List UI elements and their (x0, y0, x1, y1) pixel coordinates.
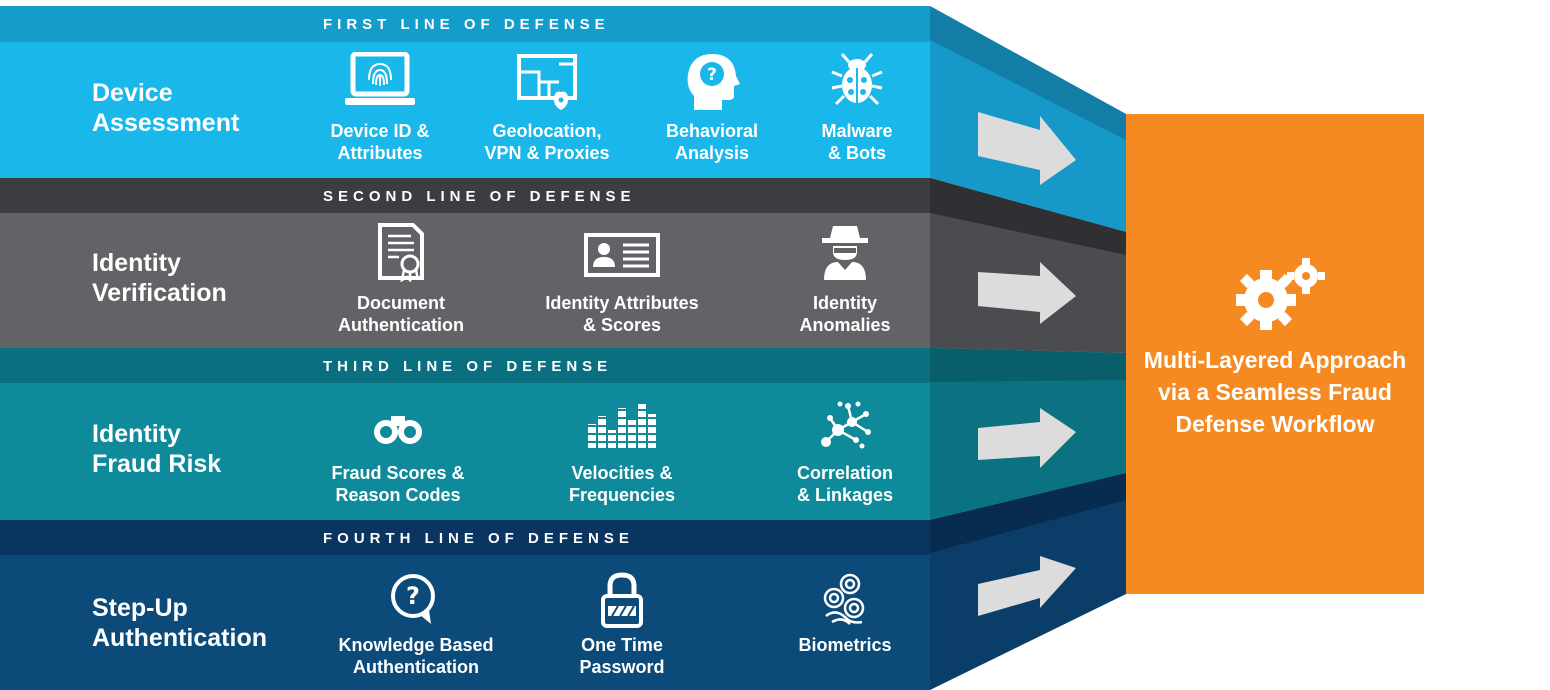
item-behavioral-line-2: Analysis (674, 143, 750, 163)
binoculars-icon (374, 416, 422, 444)
arrow-second (978, 262, 1076, 324)
padlock-icon (601, 572, 643, 628)
face-second-top (930, 178, 1126, 255)
item-correlation-line-2: & Linkages (796, 485, 894, 505)
item-fraud-scores-line-1: Fraud Scores & (331, 463, 465, 483)
item-knowledge-based-line-1: Knowledge Based (338, 635, 494, 655)
layer-second-header-bar (0, 178, 930, 213)
item-document-auth-line-1: Document (356, 293, 445, 313)
speech-question-icon: ? (391, 574, 435, 624)
item-behavioral-line-1: Behavioral (665, 121, 759, 141)
item-device-id-line-2: Attributes (337, 143, 423, 163)
outcome-line-1: Multi-Layered Approach (1143, 347, 1407, 373)
layer-second: SECOND LINE OF DEFENSE (0, 178, 930, 348)
item-knowledge-based-line-2: Authentication (353, 657, 479, 677)
layer-second-body (0, 213, 930, 348)
head-question-icon: ? (687, 54, 740, 110)
spy-icon (822, 226, 868, 280)
item-velocities-line-2: Frequencies (568, 485, 676, 505)
certificate-document-icon (378, 223, 424, 282)
outcome-line-3: Defense Workflow (1175, 411, 1375, 437)
layer-first-body (0, 42, 930, 178)
bug-icon (831, 53, 883, 106)
svg-text:?: ? (707, 65, 717, 85)
item-one-time-password-line-1: One Time (581, 635, 663, 655)
item-malware-line-2: & Bots (828, 143, 886, 163)
face-fourth-top (930, 473, 1126, 553)
item-identity-attributes-line-1: Identity Attributes (545, 293, 699, 313)
item-document-auth-line-2: Authentication (338, 315, 464, 335)
layer-first: FIRST LINE OF DEFENSE (0, 6, 930, 178)
item-malware-line-1: Malware (821, 121, 893, 141)
item-geolocation-line-1: Geolocation, (492, 121, 602, 141)
item-correlation-line-1: Correlation (796, 463, 893, 483)
item-identity-anomalies-line-1: Identity (812, 293, 877, 313)
arrow-fourth (978, 556, 1076, 616)
item-velocities-line-1: Velocities & (571, 463, 673, 483)
map-location-icon (517, 54, 577, 110)
layer-fourth-header: FOURTH LINE OF DEFENSE (323, 530, 634, 547)
layer-third: THIRD LINE OF DEFENSE (0, 348, 930, 520)
biometric-icon (823, 573, 865, 625)
layer-fourth: FOURTH LINE OF DEFENSE (0, 520, 930, 690)
layer-third-header: THIRD LINE OF DEFENSE (323, 358, 613, 375)
id-card-icon (584, 233, 660, 277)
outcome-panel: Multi-Layered Approach via a Seamless Fr… (1126, 114, 1424, 594)
arrow-third (978, 408, 1076, 468)
item-geolocation-line-2: VPN & Proxies (484, 143, 610, 163)
layer-first-header-bar (0, 6, 930, 42)
layer-third-header-bar (0, 348, 930, 383)
gears-icon (1236, 258, 1325, 330)
item-fraud-scores-line-2: Reason Codes (335, 485, 461, 505)
layer-first-header: FIRST LINE OF DEFENSE (323, 16, 610, 33)
face-first-top (930, 6, 1126, 140)
item-identity-anomalies-line-2: Anomalies (799, 315, 891, 335)
laptop-fingerprint-icon (345, 52, 415, 105)
layer-fourth-header-bar (0, 520, 930, 555)
item-one-time-password-line-2: Password (579, 657, 665, 677)
layer-second-header: SECOND LINE OF DEFENSE (323, 188, 636, 205)
layer-third-body (0, 383, 930, 520)
arrow-first (978, 112, 1076, 185)
item-identity-attributes-line-2: & Scores (582, 315, 662, 335)
network-icon (821, 401, 871, 449)
item-biometrics-line-1: Biometrics (798, 635, 892, 655)
svg-text:?: ? (406, 582, 420, 610)
face-third-top (930, 348, 1126, 382)
equalizer-icon (588, 404, 656, 448)
outcome-line-2: via a Seamless Fraud (1158, 379, 1392, 405)
layer-fourth-body (0, 555, 930, 690)
item-device-id-line-1: Device ID & (330, 121, 430, 141)
